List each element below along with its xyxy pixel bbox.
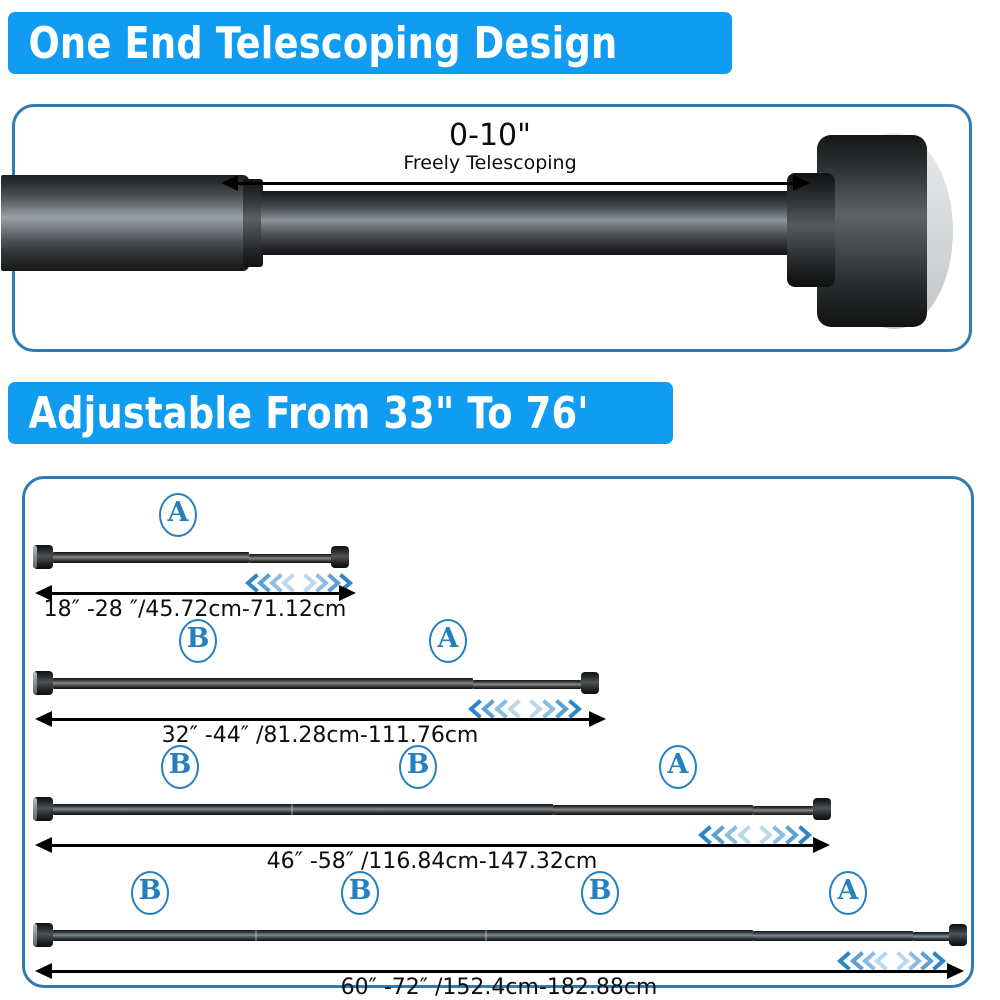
rod-tube-a — [913, 931, 951, 941]
expand-chevrons-icon — [243, 573, 355, 593]
segment-marker-a: A — [825, 871, 871, 915]
telescoping-range-sublabel: Freely Telescoping — [403, 152, 577, 174]
segment-marker-a: A — [155, 493, 201, 537]
rod-left-end-cap — [33, 923, 53, 947]
row-arrowhead-left — [35, 585, 52, 601]
segment-marker-a: A — [425, 619, 471, 663]
rod-size-row: B A — [25, 619, 971, 748]
expand-chevrons-icon — [695, 825, 815, 845]
rod-right-end-cap — [581, 672, 599, 694]
rod-end-cap-hub — [787, 173, 835, 287]
rod-tube-a — [473, 679, 581, 689]
segment-marker-b: B — [577, 871, 623, 915]
rod-left-end-ring — [33, 798, 37, 820]
expand-chevrons-icon — [465, 699, 585, 719]
rod-transition-collar — [243, 179, 263, 267]
telescoping-range-label: 0-10" — [449, 118, 531, 153]
rod-tube-b — [53, 804, 553, 815]
row-dimension-label: 18″ -28 ″/45.72cm-71.12cm — [43, 597, 347, 622]
row-dimension-line — [51, 717, 589, 721]
rod-size-row: B B B A — [25, 871, 971, 1000]
rod-left-end-cap — [33, 545, 53, 569]
row-arrowhead-right — [947, 963, 964, 979]
row-arrowhead-left — [35, 837, 52, 853]
segment-marker-b: B — [175, 619, 221, 663]
rod-left-end-ring — [33, 672, 37, 694]
rod-right-end-cap — [331, 546, 349, 568]
rod-segment-joint — [255, 930, 257, 941]
banner-one-end-telescoping-label: One End Telescoping Design — [28, 17, 618, 69]
rod-outer-tube — [1, 175, 249, 271]
hero-rod-panel — [1, 104, 972, 352]
dimension-arrowhead-left — [221, 175, 238, 191]
rod-illustration — [33, 793, 833, 825]
rod-illustration — [33, 919, 969, 951]
segment-marker-b: B — [127, 871, 173, 915]
rod-size-row: A — [25, 493, 971, 622]
rod-segment-joint — [485, 930, 487, 941]
rod-illustration — [33, 541, 353, 573]
dimension-line — [237, 181, 793, 185]
rod-tube-b — [53, 930, 753, 941]
banner-one-end-telescoping: One End Telescoping Design — [8, 12, 732, 74]
rod-left-end-ring — [33, 924, 37, 946]
banner-adjustable-range: Adjustable From 33" To 76' — [8, 382, 673, 444]
row-dimension-line — [51, 969, 947, 973]
rod-left-end-ring — [33, 546, 37, 568]
rod-tube-b — [553, 804, 753, 815]
row-arrowhead-left — [35, 963, 52, 979]
segment-marker-b: B — [337, 871, 383, 915]
expand-chevrons-icon — [835, 951, 949, 971]
rod-tube-a — [753, 805, 813, 815]
row-dimension-line — [51, 591, 339, 595]
rod-end-cap-disc — [817, 135, 927, 327]
rod-segment-joint — [291, 804, 293, 815]
row-arrowhead-right — [589, 711, 606, 727]
rod-left-end-cap — [33, 797, 53, 821]
rod-left-end-cap — [33, 671, 53, 695]
row-dimension-label: 60″ -72″ /152.4cm-182.88cm — [340, 975, 658, 1000]
rod-illustration — [33, 667, 603, 699]
segment-marker-b: B — [395, 745, 441, 789]
rod-tube-b — [53, 552, 249, 563]
row-arrowhead-left — [35, 711, 52, 727]
segment-marker-a: A — [655, 745, 701, 789]
rod-tube-a — [249, 553, 333, 563]
row-dimension-label: 46″ -58″ /116.84cm-147.32cm — [266, 849, 598, 874]
dimension-arrowhead-right — [793, 175, 810, 191]
rod-tube-b — [753, 930, 913, 941]
rod-size-row: B B A — [25, 745, 971, 874]
row-dimension-line — [51, 843, 813, 847]
hero-rod-illustration — [1, 107, 969, 349]
segment-marker-b: B — [157, 745, 203, 789]
rod-tube-b — [53, 678, 473, 689]
rod-right-end-cap — [813, 798, 831, 820]
rod-inner-tube — [261, 191, 801, 255]
row-dimension-label: 32″ -44″ /81.28cm-111.76cm — [161, 723, 479, 748]
rod-sizes-panel: A — [22, 476, 974, 1000]
banner-adjustable-range-label: Adjustable From 33" To 76' — [28, 387, 589, 439]
row-arrowhead-right — [813, 837, 830, 853]
row-arrowhead-right — [339, 585, 356, 601]
rod-right-end-cap — [949, 924, 967, 946]
